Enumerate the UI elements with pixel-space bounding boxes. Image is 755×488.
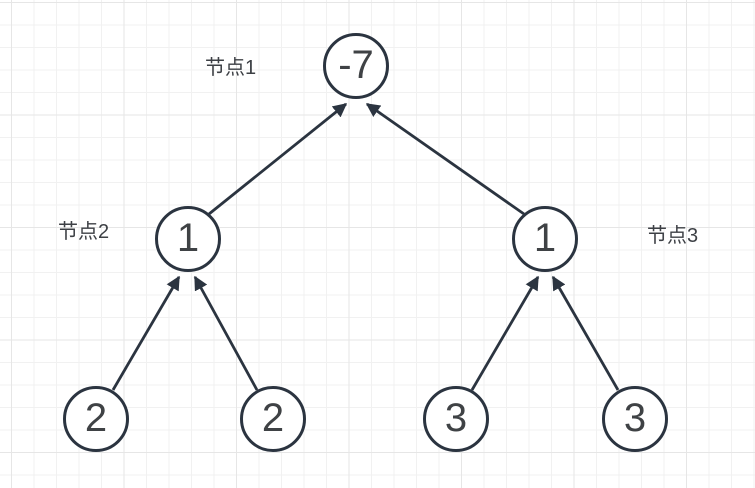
tree-node-root[interactable]: -7 xyxy=(323,33,389,99)
tree-node-leaf-4-value: 3 xyxy=(623,395,647,440)
tree-node-leaf-4[interactable]: 3 xyxy=(602,386,668,452)
edge-leaf1-to-node2[interactable] xyxy=(111,275,181,391)
tree-node-right-value: 1 xyxy=(533,215,557,260)
tree-node-leaf-1[interactable]: 2 xyxy=(63,386,129,452)
edge-node3-to-node1[interactable] xyxy=(365,102,525,216)
tree-node-left[interactable]: 1 xyxy=(155,206,221,272)
tree-node-root-value: -7 xyxy=(338,42,374,87)
edge-node2-to-node1[interactable] xyxy=(208,102,348,216)
tree-node-leaf-2[interactable]: 2 xyxy=(240,386,306,452)
tree-node-left-label[interactable]: 节点2 xyxy=(58,221,110,243)
edge-leaf2-to-node2[interactable] xyxy=(193,275,259,391)
tree-node-left-value: 1 xyxy=(176,215,200,260)
edge-leaf3-to-node3[interactable] xyxy=(470,275,540,391)
tree-node-leaf-1-value: 2 xyxy=(84,395,108,440)
tree-node-leaf-3[interactable]: 3 xyxy=(423,386,489,452)
tree-node-leaf-2-value: 2 xyxy=(261,395,285,440)
tree-node-leaf-3-value: 3 xyxy=(444,395,468,440)
tree-node-right-label[interactable]: 节点3 xyxy=(647,225,699,247)
tree-node-right[interactable]: 1 xyxy=(512,206,578,272)
edge-leaf4-to-node3[interactable] xyxy=(551,275,620,391)
tree-node-root-label[interactable]: 节点1 xyxy=(205,57,257,79)
